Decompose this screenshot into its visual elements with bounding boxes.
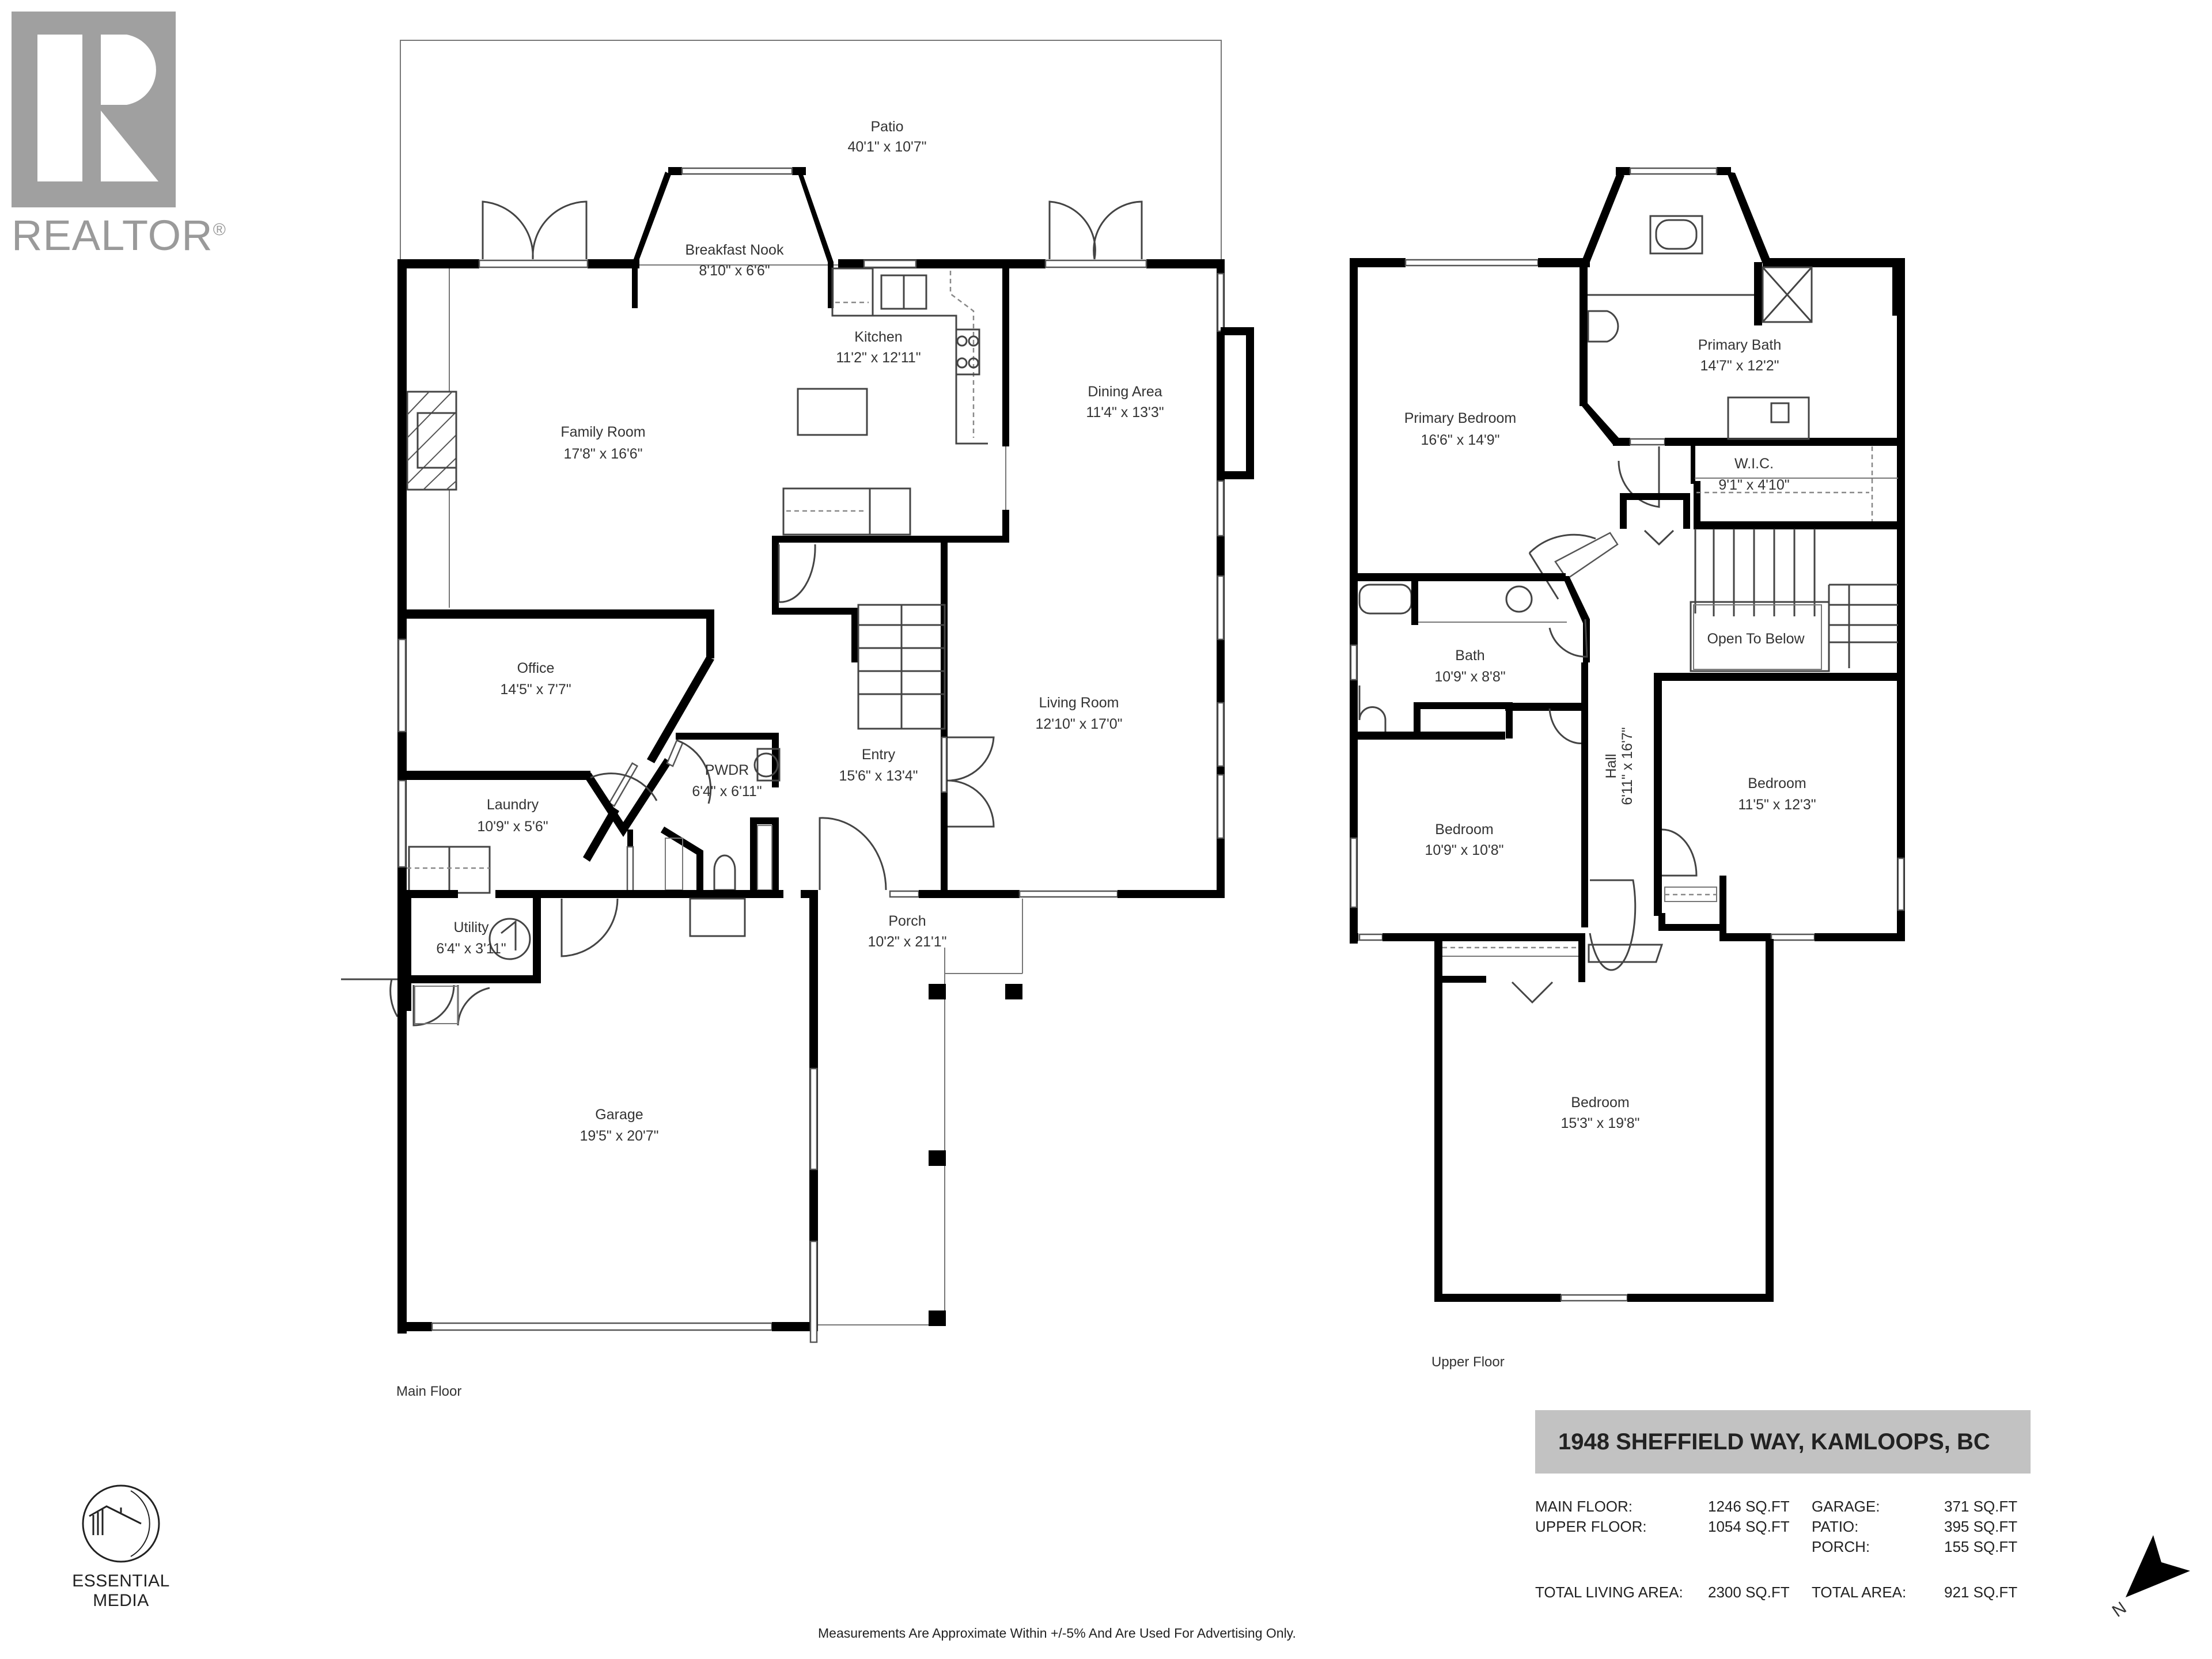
svg-text:11'2" x 12'11": 11'2" x 12'11" — [836, 350, 921, 366]
svg-text:11'5" x 12'3": 11'5" x 12'3" — [1738, 797, 1816, 813]
row-value: 155 SQ.FT — [1944, 1538, 2018, 1555]
svg-text:6'4" x 3'11": 6'4" x 3'11" — [436, 941, 506, 957]
label-living-room: Living Room — [1039, 695, 1119, 711]
label-kitchen: Kitchen — [854, 329, 902, 345]
label-bedroom-3: Bedroom — [1435, 821, 1493, 838]
house-circle-icon — [82, 1484, 160, 1563]
essential-media-wordmark: ESSENTIAL MEDIA — [72, 1571, 170, 1610]
main-floor-label: Main Floor — [396, 1384, 461, 1399]
row-label: PORCH: — [1812, 1538, 1870, 1555]
row-value: 395 SQ.FT — [1944, 1518, 2018, 1535]
row-label: UPPER FLOOR: — [1535, 1518, 1647, 1535]
svg-text:14'5" x 7'7": 14'5" x 7'7" — [500, 681, 571, 698]
label-laundry: Laundry — [487, 797, 539, 813]
upper-floor-plan: Primary Bedroom 16'6" x 14'9" Primary Ba… — [1350, 167, 1905, 1370]
svg-text:12'10" x 17'0": 12'10" x 17'0" — [1035, 716, 1122, 732]
essential-media-logo: ESSENTIAL MEDIA — [46, 1480, 196, 1611]
svg-text:15'3" x 19'8": 15'3" x 19'8" — [1560, 1115, 1639, 1131]
property-address: 1948 SHEFFIELD WAY, KAMLOOPS, BC — [1535, 1410, 2031, 1474]
label-utility: Utility — [453, 919, 489, 935]
realtor-r-icon — [12, 12, 176, 207]
row-value: 1054 SQ.FT — [1708, 1518, 1790, 1535]
svg-text:40'1" x 10'7": 40'1" x 10'7" — [847, 139, 926, 155]
row-label: PATIO: — [1812, 1518, 1859, 1535]
label-hall: Hall 6'11" x 16'7" — [1603, 727, 1635, 805]
total-living-label: TOTAL LIVING AREA: — [1535, 1584, 1683, 1601]
total-area-label: TOTAL AREA: — [1812, 1584, 1907, 1601]
total-area-value: 921 SQ.FT — [1944, 1584, 2018, 1601]
disclaimer: Measurements Are Approximate Within +/-5… — [818, 1626, 1296, 1641]
label-bath: Bath — [1455, 647, 1484, 664]
svg-text:8'10" x 6'6": 8'10" x 6'6" — [699, 263, 770, 279]
area-summary: 1948 SHEFFIELD WAY, KAMLOOPS, BC MAIN FL… — [1535, 1410, 2031, 1601]
label-dining-area: Dining Area — [1088, 384, 1162, 400]
label-porch: Porch — [888, 913, 926, 929]
row-value — [1708, 1538, 1812, 1556]
label-primary-bedroom: Primary Bedroom — [1404, 410, 1517, 426]
label-primary-bath: Primary Bath — [1698, 337, 1781, 353]
svg-text:15'6" x 13'4": 15'6" x 13'4" — [839, 768, 918, 784]
main-floor-plan: Patio 40'1" x 10'7" Breakfast Nook 8'10"… — [341, 40, 1254, 1399]
svg-text:10'2" x 21'1": 10'2" x 21'1" — [868, 934, 946, 950]
svg-text:N: N — [2109, 1598, 2130, 1620]
svg-text:6'11" x 16'7": 6'11" x 16'7" — [1619, 727, 1635, 805]
label-patio: Patio — [871, 119, 904, 135]
realtor-logo: REALTOR® — [12, 12, 226, 260]
svg-text:9'1" x 4'10": 9'1" x 4'10" — [1718, 477, 1789, 493]
svg-text:19'5" x 20'7": 19'5" x 20'7" — [579, 1128, 658, 1144]
row-label: MAIN FLOOR: — [1535, 1498, 1633, 1515]
svg-text:14'7" x 12'2": 14'7" x 12'2" — [1700, 358, 1779, 374]
patio-outline — [400, 40, 1222, 266]
row-label: GARAGE: — [1812, 1498, 1880, 1515]
svg-text:10'9" x 5'6": 10'9" x 5'6" — [477, 819, 548, 835]
svg-text:10'9" x 8'8": 10'9" x 8'8" — [1434, 669, 1505, 685]
row-value: 371 SQ.FT — [1944, 1498, 2018, 1515]
svg-text:17'8" x 16'6": 17'8" x 16'6" — [563, 446, 642, 462]
total-living-value: 2300 SQ.FT — [1708, 1584, 1790, 1601]
label-open-to-below: Open To Below — [1707, 631, 1805, 647]
label-entry: Entry — [862, 747, 896, 763]
svg-text:6'4" x 6'11": 6'4" x 6'11" — [692, 783, 762, 800]
label-bedroom-4: Bedroom — [1571, 1094, 1629, 1111]
row-value: 1246 SQ.FT — [1708, 1498, 1790, 1515]
svg-text:11'4" x 13'3": 11'4" x 13'3" — [1086, 404, 1164, 421]
kitchen-island — [797, 388, 868, 436]
realtor-wordmark: REALTOR® — [12, 211, 226, 259]
row-label — [1535, 1538, 1708, 1556]
label-wic: W.I.C. — [1734, 456, 1774, 472]
label-pwdr: PWDR — [705, 762, 749, 778]
svg-text:16'6" x 14'9": 16'6" x 14'9" — [1421, 432, 1499, 448]
area-table: MAIN FLOOR: 1246 SQ.FT GARAGE: 371 SQ.FT… — [1535, 1498, 2031, 1601]
svg-text:10'9" x 10'8": 10'9" x 10'8" — [1425, 842, 1503, 858]
upper-floor-label: Upper Floor — [1431, 1354, 1505, 1370]
label-breakfast-nook: Breakfast Nook — [685, 242, 784, 258]
label-garage: Garage — [595, 1107, 643, 1123]
label-family-room: Family Room — [560, 424, 645, 440]
label-office: Office — [517, 660, 555, 676]
north-arrow-icon: N — [2109, 1535, 2190, 1621]
label-bedroom-2: Bedroom — [1748, 775, 1806, 791]
svg-text:Hall: Hall — [1603, 753, 1619, 778]
